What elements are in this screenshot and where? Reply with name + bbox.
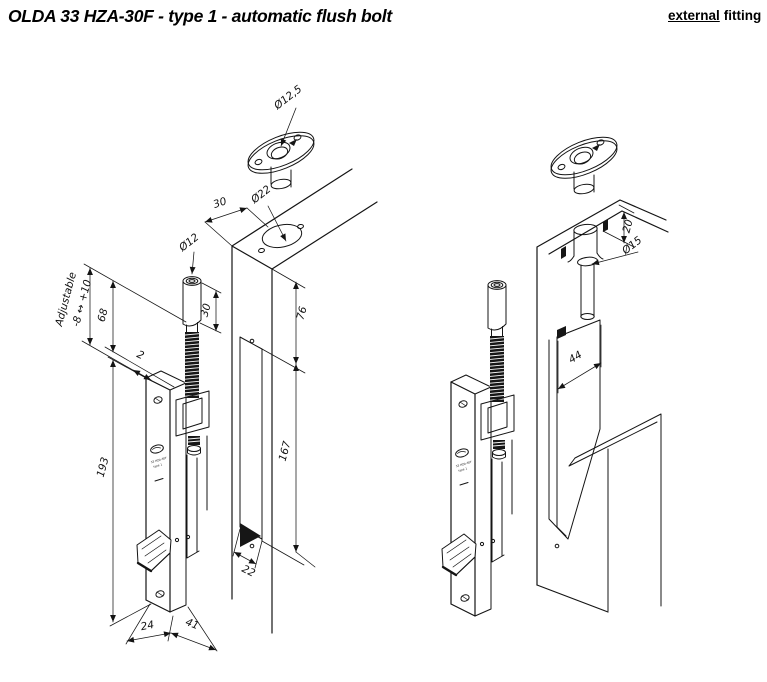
dim-label-68: 68 (96, 307, 111, 323)
right-view: 20 Ø15 44 (440, 128, 669, 618)
dim-label-dia12: Ø12 (176, 231, 201, 255)
dim-label-dia15: Ø15 (619, 234, 644, 258)
dim-plate-length-193: 193 (95, 356, 152, 627)
dim-label-76: 76 (295, 305, 310, 321)
mortise-slot (239, 336, 263, 549)
dim-fitting-hole: Ø12,5 (271, 83, 305, 147)
left-view: Ø12,5 Ø22 30 Ø12 30 (53, 83, 378, 652)
dim-label-22: 22 (240, 563, 258, 580)
dim-pocket-depth-44: 44 (557, 324, 602, 394)
left-door-stile (231, 168, 378, 634)
page-title: OLDA 33 HZA-30F - type 1 - automatic flu… (8, 6, 392, 26)
left-bolt-unit (135, 275, 211, 614)
dim-label-30-top: 30 (212, 195, 229, 211)
right-fitting (545, 128, 623, 196)
dim-adjustable-cluster: Adjustable -8 ↔ +10 68 (53, 263, 187, 388)
dim-slot-width-22: 22 (232, 528, 263, 580)
dim-label-2: 2 (135, 348, 146, 362)
dim-rod-head-30: 30 (199, 282, 222, 334)
annotation-rest: fitting (723, 8, 762, 23)
dim-label-dia22: Ø22 (248, 183, 273, 207)
dim-label-dia12-5: Ø12,5 (271, 83, 304, 113)
dim-rod-dia: Ø12 (176, 231, 202, 275)
dim-edge-width-30: 30 (204, 195, 269, 247)
mortise-pocket (548, 319, 601, 549)
dim-plate-thickness: 2 (132, 348, 152, 381)
right-door-stile-cutaway (536, 199, 669, 613)
dim-label-20: 20 (621, 218, 636, 234)
dim-bore-depth-20: 20 (602, 204, 636, 248)
dim-label-193: 193 (95, 456, 112, 478)
dim-76-167: 76 167 (261, 268, 316, 568)
rebate-step (568, 413, 662, 612)
counterbore-section (561, 219, 608, 320)
dim-24-41: 24 41 (125, 603, 218, 652)
left-fitting (242, 123, 320, 191)
dim-label-24: 24 (140, 619, 155, 633)
annotation-underlined-word: external (668, 8, 720, 23)
right-bolt-unit (440, 279, 516, 618)
dim-label-167: 167 (277, 440, 294, 463)
dim-label-30-rod: 30 (199, 302, 214, 318)
right-dimensions: 20 Ø15 44 (557, 204, 645, 394)
dim-label-41: 41 (184, 616, 201, 632)
dim-label-44: 44 (567, 349, 585, 366)
